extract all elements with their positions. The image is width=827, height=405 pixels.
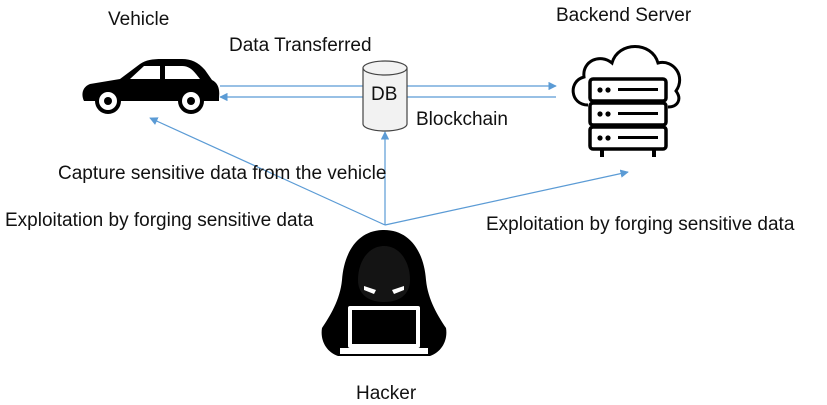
edge-hacker-to-vehicle	[149, 117, 386, 226]
database-cylinder-icon	[362, 60, 408, 132]
backend-server-label: Backend Server	[556, 5, 692, 26]
hacker-label: Hacker	[356, 383, 417, 404]
exploitation-server-label: Exploitation by forging sensitive data	[486, 214, 795, 235]
data-transferred-label: Data Transferred	[229, 35, 372, 56]
db-label: DB	[371, 84, 398, 105]
cloud-server-rack-icon	[571, 45, 682, 157]
capture-sensitive-data-label: Capture sensitive data from the vehicle	[58, 163, 387, 184]
hooded-hacker-laptop-icon	[321, 230, 447, 356]
car-icon	[82, 59, 220, 114]
exploitation-vehicle-label: Exploitation by forging sensitive data	[5, 210, 314, 231]
blockchain-label: Blockchain	[416, 109, 508, 130]
vehicle-label: Vehicle	[108, 9, 170, 30]
edge-hacker-to-server	[384, 169, 629, 226]
